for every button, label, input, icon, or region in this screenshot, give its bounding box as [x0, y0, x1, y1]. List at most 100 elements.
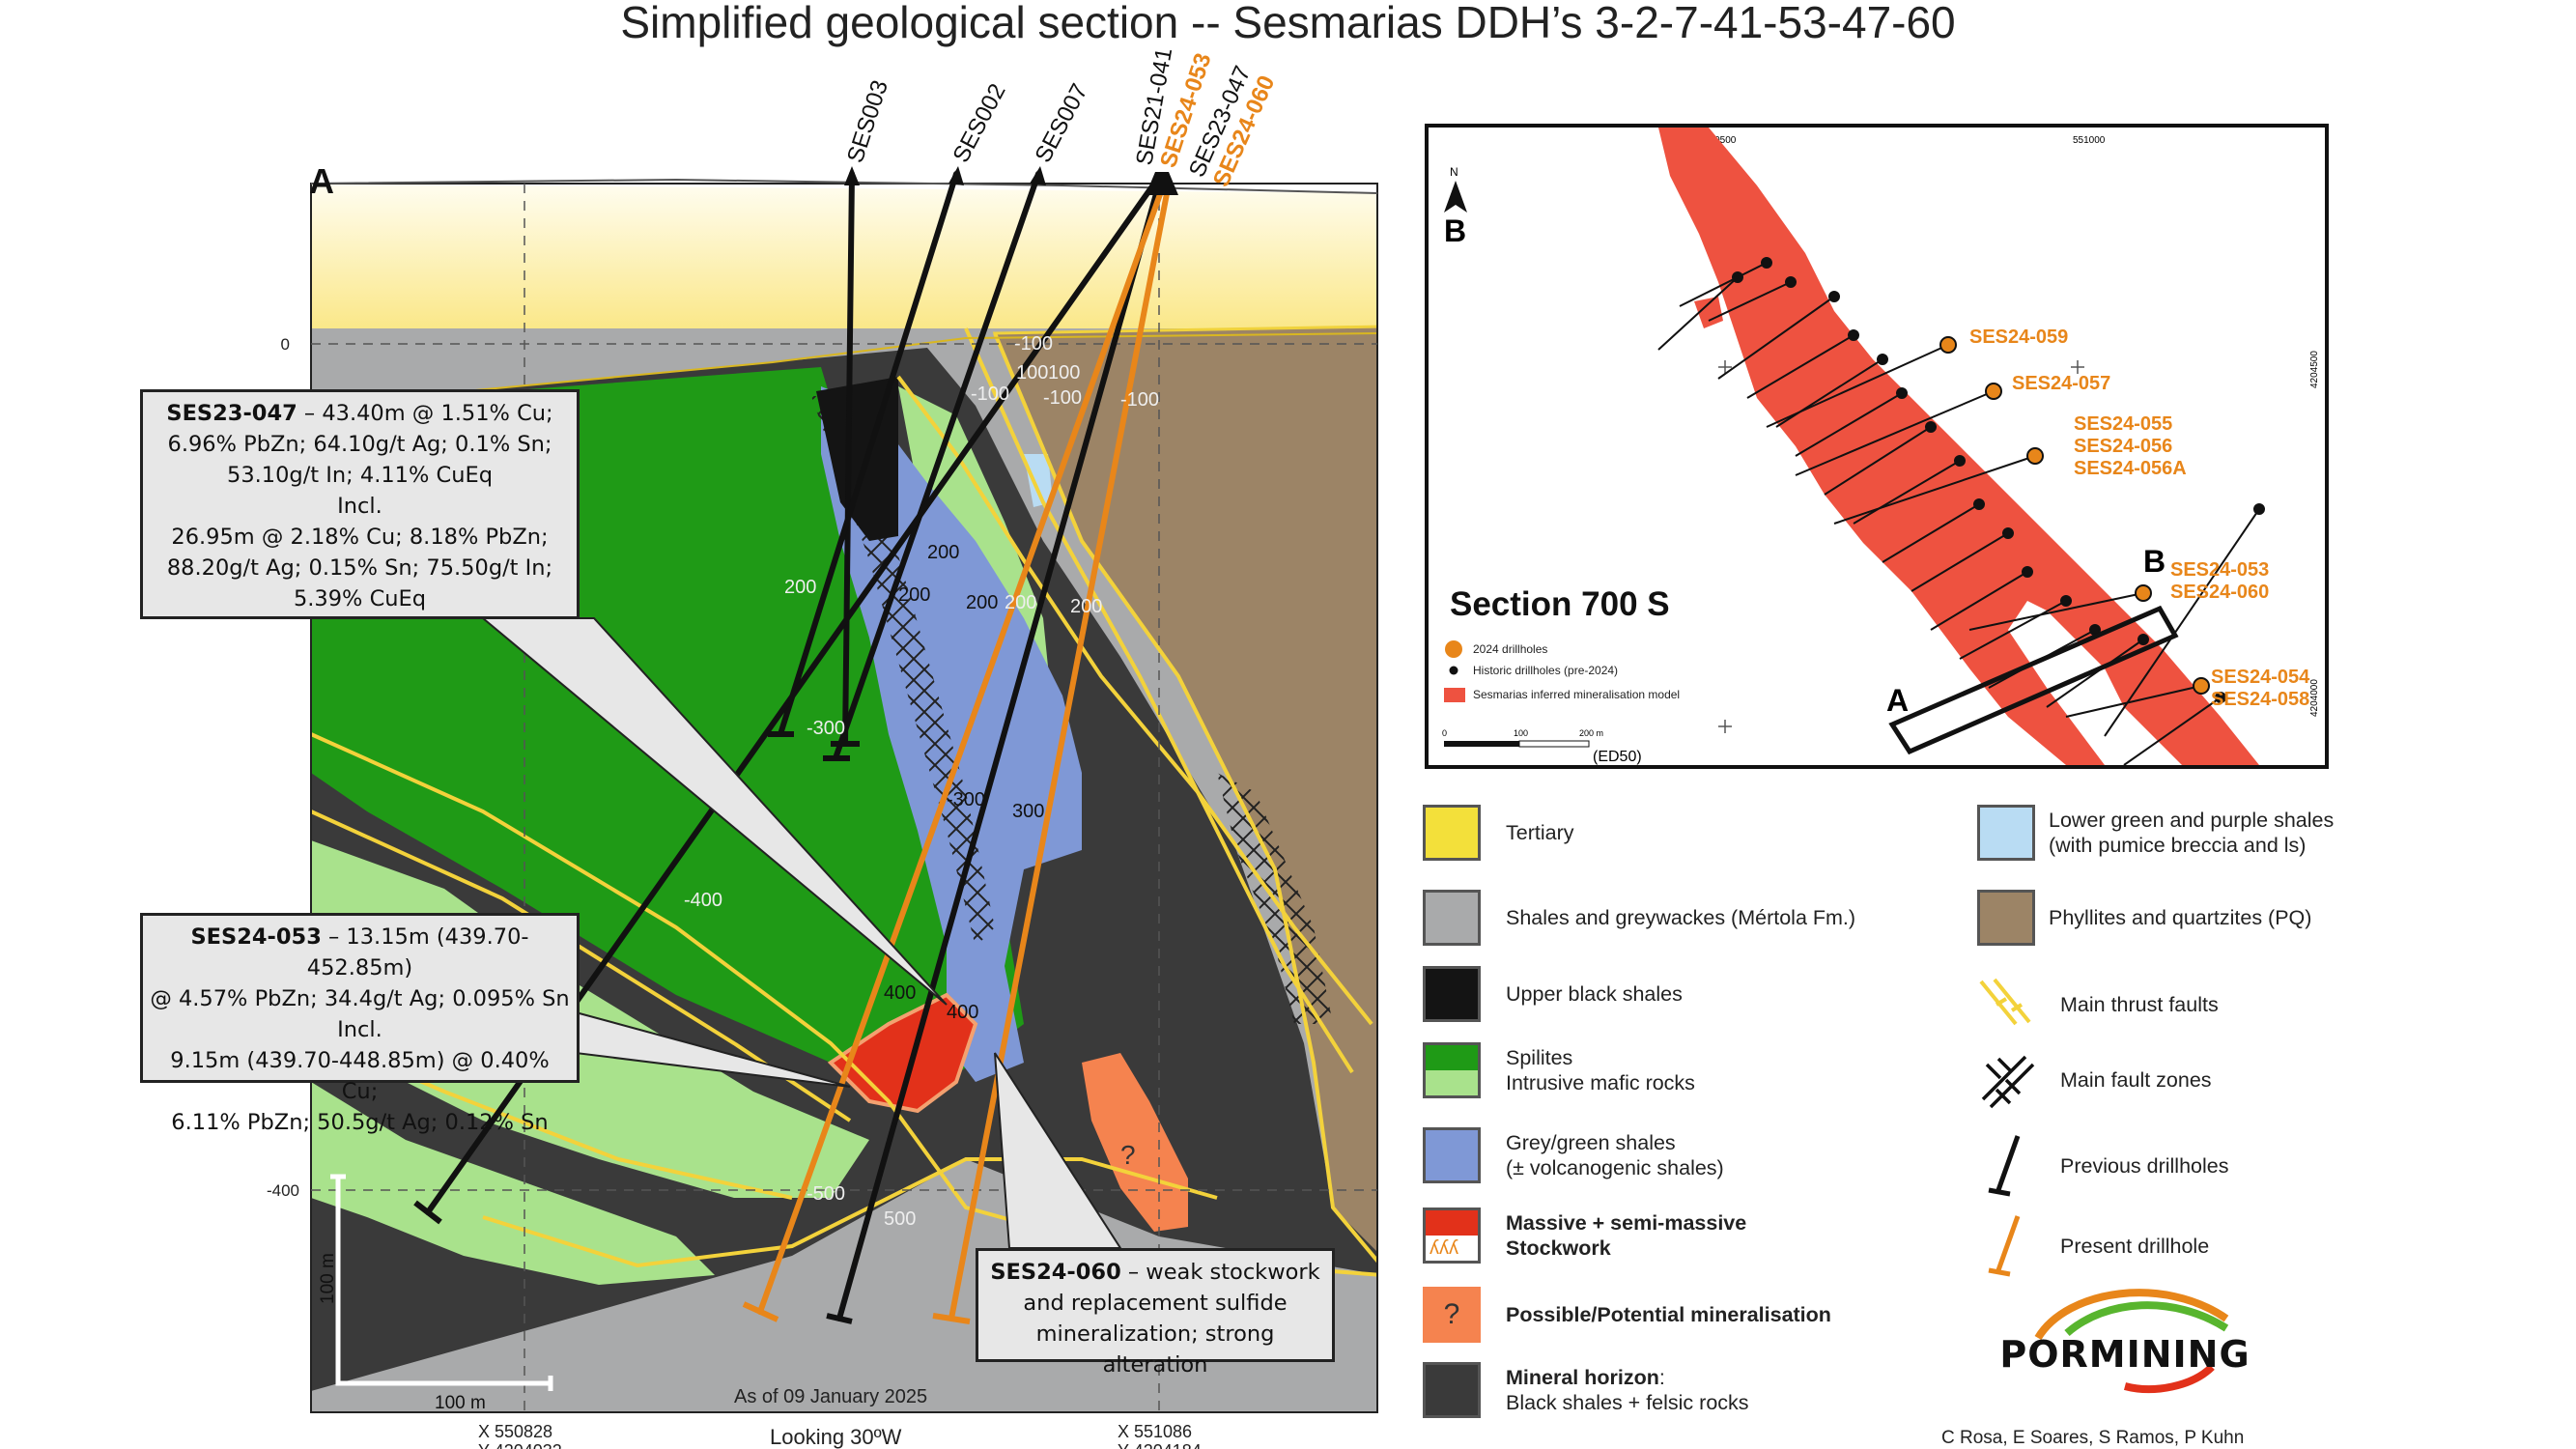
elev-label-0: 0 [281, 335, 290, 354]
collar-label-ses002: SES002 [948, 79, 1010, 166]
callout-line: 6.11% PbZn; 50.5g/t Ag; 0.12% Sn [171, 1110, 549, 1135]
callout-line: @ 4.57% PbZn; 34.4g/t Ag; 0.095% Sn [150, 986, 570, 1011]
callout-line: 88.20g/t Ag; 0.15% Sn; 75.50g/t In; [166, 555, 553, 581]
scale-horizontal-label: 100 m [435, 1393, 486, 1413]
depth-label: 200 [927, 542, 959, 563]
map-scale-label: 200 m [1579, 728, 1603, 738]
legend-previous-drillholes: Previous drillholes [1977, 1132, 2228, 1200]
map-label-b-section: B [2143, 544, 2166, 579]
legend-swatch [1423, 1127, 1481, 1183]
legend-swatch [1423, 890, 1481, 946]
callout-line: mineralization; strong alteration [1035, 1321, 1275, 1378]
legend-tertiary: Tertiary [1423, 805, 1573, 861]
depth-label: 500 [884, 1208, 916, 1230]
thrust-fault-7 [964, 327, 1354, 1074]
looking-direction: Looking 30ºW [770, 1425, 902, 1449]
collar-label-ses007: SES007 [1030, 79, 1092, 166]
tertiary-base [311, 332, 1377, 407]
legend-mertola: Shales and greywackes (Mértola Fm.) [1423, 890, 1855, 946]
map-label-a-section: A [1886, 683, 1909, 718]
callout-line: Incl. [337, 1017, 382, 1042]
legend-swatch [1423, 805, 1481, 861]
thrust-fault-5 [896, 375, 1373, 1026]
thrust-fault-icon [1979, 978, 2031, 1026]
credits: C Rosa, E Soares, S Ramos, P Kuhn [1941, 1428, 2245, 1448]
location-map: 550500 551000 4204500 4204000 [1425, 124, 2329, 769]
drillhole-ses24-053 [757, 181, 1167, 1315]
drillhole-ses007 [833, 171, 1041, 761]
callout-ses23-047: SES23-047 – 43.40m @ 1.51% Cu; 6.96% PbZ… [140, 389, 580, 619]
scale-bar [335, 1177, 551, 1386]
depth-label: -100 [1014, 333, 1053, 355]
legend-lower-shales: Lower green and purple shales(with pumic… [1977, 805, 2334, 861]
callout-ses24-060: SES24-060 – weak stockwork and replaceme… [976, 1248, 1335, 1378]
drillhole-ses003 [842, 171, 855, 747]
depth-label: 400 [884, 982, 916, 1004]
depth-label: 100 [1048, 362, 1080, 384]
thrust-fault-6 [993, 332, 1377, 1264]
depth-label: 200 [1005, 592, 1036, 613]
scale-vertical-label: 100 m [318, 1253, 338, 1304]
legend-fault-zones: Main fault zones [1977, 1051, 2212, 1109]
thrust-fault-2 [311, 810, 852, 1122]
thrust-fault-4 [482, 1157, 1218, 1268]
section-endpoint-a: A [309, 161, 334, 201]
map-grid-y: 4204500 [2309, 351, 2320, 388]
section-line-box [1888, 605, 2179, 755]
mineralisation-model [1658, 128, 2259, 765]
callout-ses24-053: SES24-053 – 13.15m (439.70-452.85m) @ 4.… [140, 913, 580, 1135]
stockwork-icon: ʎʎʎ [1430, 1237, 1458, 1259]
depth-label: 300 [1012, 801, 1044, 822]
as-of-date: As of 09 January 2025 [734, 1386, 927, 1407]
depth-label: -300 [947, 789, 985, 810]
depth-label: -100 [1043, 387, 1082, 409]
callout-line: SES23-047 – 43.40m @ 1.51% Cu; [166, 401, 553, 426]
depth-label: 200 [784, 577, 816, 598]
logo-text: PORMINING [1999, 1333, 2250, 1376]
coord-right-y: Y 4204184 [1118, 1441, 1202, 1449]
depth-label: 400 [947, 1002, 978, 1023]
potential-mineralisation-body [1082, 1053, 1188, 1232]
legend-pq: Phyllites and quartzites (PQ) [1977, 890, 2311, 946]
depth-label: 200 [1070, 596, 1102, 617]
depth-label: 200 [898, 584, 930, 606]
legend-swatch [1977, 890, 2035, 946]
depth-label: -300 [807, 718, 845, 739]
map-legend-2024: 2024 drillholes [1473, 642, 1548, 656]
depth-label: -400 [684, 890, 722, 911]
page-title: Simplified geological section -- Sesmari… [620, 0, 1956, 47]
previous-drillhole-icon [1988, 1135, 2021, 1197]
map-drillhole-label: SES24-057 [2012, 373, 2111, 394]
coord-right-x: X 551086 [1118, 1422, 1192, 1441]
legend-thrust-faults: Main thrust faults [1977, 976, 2219, 1034]
drillhole-ses24-060 [948, 181, 1172, 1321]
callout-line: SES24-053 – 13.15m (439.70-452.85m) [190, 924, 529, 980]
drillhole-ses002 [778, 171, 959, 737]
legend-potential: ? Possible/Potential mineralisation [1423, 1287, 1831, 1343]
map-grid-x: 551000 [2073, 135, 2106, 146]
map-datum: (ED50) [1593, 749, 1642, 765]
depth-label: -100 [971, 384, 1009, 405]
callout-line: 5.39% CuEq [293, 586, 427, 611]
present-drillhole-icon [1988, 1215, 2021, 1277]
map-legend-historic: Historic drillholes (pre-2024) [1473, 664, 1619, 677]
callout-line: 53.10g/t In; 4.11% CuEq [227, 463, 493, 488]
depth-label: 200 [966, 592, 998, 613]
lower-shales-unit [1024, 454, 1053, 507]
legend-grey-green-shales: Grey/green shales(± volcanogenic shales) [1423, 1127, 1724, 1183]
map-scale-label: 0 [1442, 728, 1447, 738]
potential-marker: ? [1120, 1140, 1136, 1170]
callout-line: 26.95m @ 2.18% Cu; 8.18% PbZn; [171, 525, 549, 550]
elev-label-400: -400 [267, 1181, 299, 1200]
north-arrow-icon [1444, 181, 1467, 213]
intrusive-mafic-lowest [311, 1082, 715, 1285]
map-grid-y: 4204000 [2309, 679, 2320, 717]
legend-swatch: ? [1423, 1287, 1481, 1343]
map-legend-model: Sesmarias inferred mineralisation model [1473, 688, 1681, 701]
legend-present-drillhole: Present drillhole [1977, 1212, 2209, 1280]
coord-left-y: Y 4204032 [478, 1441, 562, 1449]
map-grid-x: 550500 [1704, 135, 1737, 146]
